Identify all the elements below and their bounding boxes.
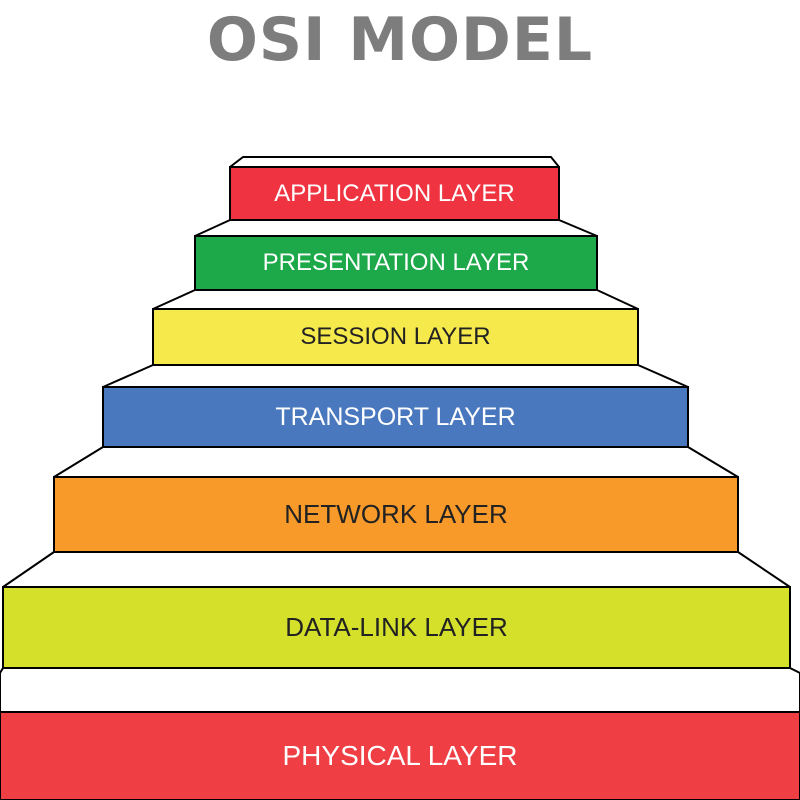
layer-block-transport-layer	[102, 386, 689, 448]
layer-block-data-link-layer	[2, 586, 791, 669]
layer-block-physical-layer	[0, 711, 800, 800]
stair-tread-1	[229, 156, 560, 168]
stair-tread-4	[102, 364, 689, 388]
stair-tread-7	[0, 667, 800, 713]
stair-tread-5	[53, 446, 739, 478]
stair-tread-2	[194, 219, 598, 237]
stair-tread-3	[152, 289, 639, 310]
diagram-title: OSI MODEL	[206, 5, 594, 75]
layer-block-application-layer	[229, 166, 560, 221]
stair-tread-6	[2, 551, 791, 588]
layer-block-session-layer	[152, 308, 639, 366]
layer-block-presentation-layer	[194, 235, 598, 291]
layer-block-network-layer	[53, 476, 739, 553]
